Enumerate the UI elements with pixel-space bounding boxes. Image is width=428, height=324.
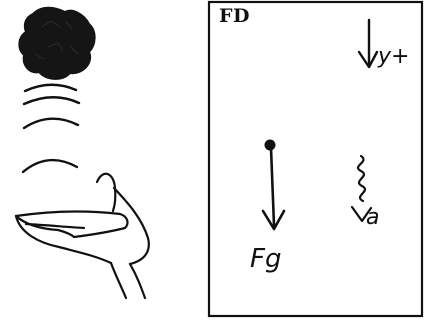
open-hand-icon bbox=[16, 174, 149, 298]
positive-direction-label: y+ bbox=[378, 44, 409, 69]
positive-y-arrow-icon bbox=[359, 20, 377, 67]
gravity-force-label: Fg bbox=[250, 244, 281, 274]
acceleration-label: a bbox=[366, 205, 379, 230]
free-body-diagram-title: FD bbox=[219, 5, 250, 27]
falling-lines-icon bbox=[23, 85, 79, 172]
gravity-force-arrow-icon bbox=[263, 148, 284, 229]
